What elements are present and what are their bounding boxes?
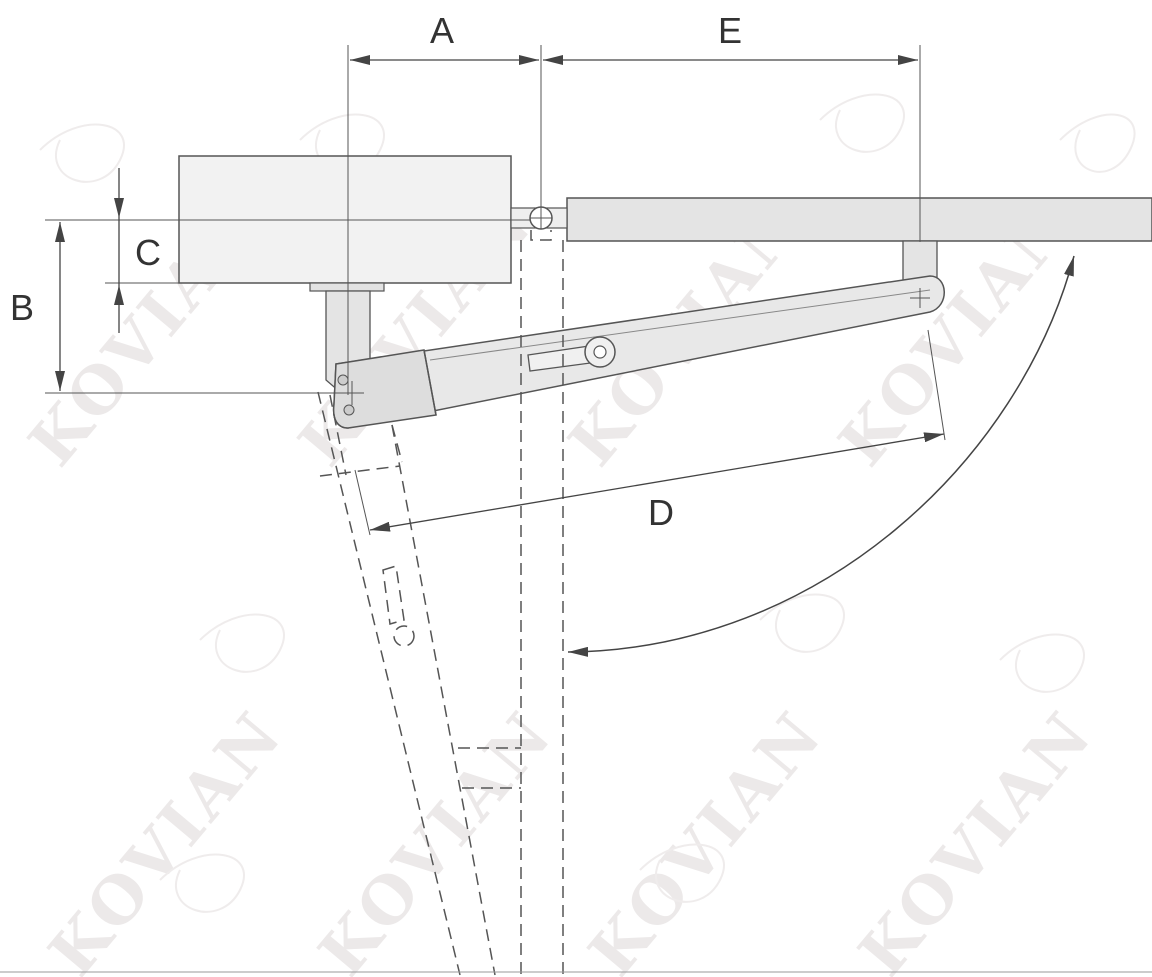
watermark-text: KOVIAN: [305, 697, 568, 977]
dimension-e: E: [543, 10, 918, 65]
gate-leaf: [566, 197, 1152, 242]
watermark-swirl: [639, 843, 725, 903]
pivot-screw-icon: [337, 374, 349, 386]
watermark-text: KOVIAN: [845, 697, 1108, 977]
watermark-swirl: [759, 593, 845, 653]
dimension-c: C: [114, 168, 161, 333]
dimension-b: B: [10, 222, 65, 391]
motor-housing: [178, 155, 512, 292]
pivot-screw-icon: [343, 404, 355, 416]
watermark-swirl: [999, 633, 1085, 693]
swing-arc: [567, 255, 1075, 657]
dimension-a-label: A: [430, 10, 454, 51]
dimension-e-label: E: [718, 10, 742, 51]
watermark-swirl: [199, 613, 285, 673]
watermark-swirl: [159, 853, 245, 913]
dimension-d: D: [369, 432, 945, 533]
watermark-swirl: [39, 123, 125, 183]
watermark-text: KOVIAN: [575, 697, 838, 977]
watermark-text: KOVIAN: [35, 697, 298, 977]
watermark-swirl: [819, 93, 905, 153]
dimension-d-label: D: [648, 492, 674, 533]
gate-hinge: [510, 206, 568, 230]
dimension-c-label: C: [135, 232, 161, 273]
dimension-b-label: B: [10, 287, 34, 328]
watermark-swirl: [1059, 113, 1136, 173]
dimension-a: A: [350, 10, 539, 65]
